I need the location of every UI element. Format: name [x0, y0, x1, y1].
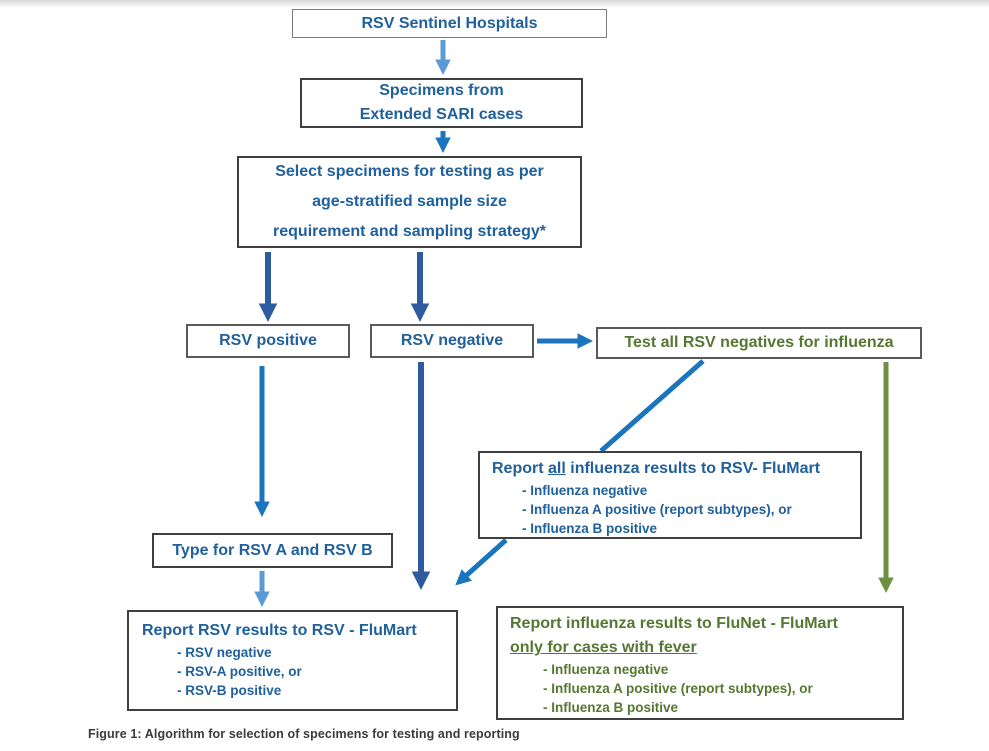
list-item: - RSV-A positive, or	[177, 664, 302, 679]
node-title: Report all influenza results to RSV- Flu…	[480, 456, 860, 481]
node-label: Type for RSV A and RSV B	[172, 541, 373, 559]
node-label-line2: age-stratified sample size	[312, 193, 507, 210]
list-item: - Influenza negative	[522, 483, 648, 498]
title-underlined: all	[548, 460, 566, 477]
title-pre: Report	[492, 460, 548, 477]
node-report-influenza-flunet: Report influenza results to FluNet - Flu…	[496, 606, 904, 720]
node-test-rsv-negatives: Test all RSV negatives for influenza	[596, 327, 922, 359]
list-item: - RSV-B positive	[177, 683, 282, 698]
page-top-shadow	[0, 0, 989, 8]
title-post: influenza results to RSV- FluMart	[565, 460, 821, 477]
figure-caption: Figure 1: Algorithm for selection of spe…	[88, 727, 520, 741]
node-rsv-positive: RSV positive	[186, 324, 350, 358]
node-type-rsv-a-b: Type for RSV A and RSV B	[152, 533, 393, 568]
node-specimens-extended-sari: Specimens from Extended SARI cases	[300, 78, 583, 128]
list-item: - Influenza A positive (report subtypes)…	[522, 502, 792, 517]
node-rsv-sentinel-hospitals: RSV Sentinel Hospitals	[292, 9, 607, 38]
node-label-line1: Select specimens for testing as per	[275, 163, 544, 180]
node-label: RSV negative	[400, 332, 504, 349]
node-title-line2: only for cases with fever	[510, 639, 697, 656]
node-rsv-negative: RSV negative	[370, 324, 534, 358]
node-label: RSV positive	[219, 332, 317, 349]
connector-test-to-report-flumart	[599, 359, 705, 453]
node-label-line2: Extended SARI cases	[359, 106, 524, 123]
arrow-report-flumart-down-left	[455, 538, 508, 586]
node-select-specimens: Select specimens for testing as per age-…	[237, 156, 582, 248]
list-item: - Influenza negative	[543, 662, 669, 677]
list-item: - Influenza A positive (report subtypes)…	[543, 681, 813, 696]
list-item: - RSV negative	[177, 645, 272, 660]
node-label-line1: Specimens from	[379, 82, 504, 99]
list-item: - Influenza B positive	[522, 521, 658, 536]
list-item: - Influenza B positive	[543, 700, 679, 715]
node-report-influenza-flumart: Report all influenza results to RSV- Flu…	[478, 451, 862, 539]
node-label: Test all RSV negatives for influenza	[624, 334, 894, 351]
node-report-rsv-flumart: Report RSV results to RSV - FluMart - RS…	[127, 610, 458, 711]
node-title-line1: Report influenza results to FluNet - Flu…	[510, 615, 839, 632]
node-label-line3: requirement and sampling strategy*	[273, 223, 546, 240]
node-label: RSV Sentinel Hospitals	[361, 14, 538, 32]
node-title: Report RSV results to RSV - FluMart	[142, 622, 417, 639]
